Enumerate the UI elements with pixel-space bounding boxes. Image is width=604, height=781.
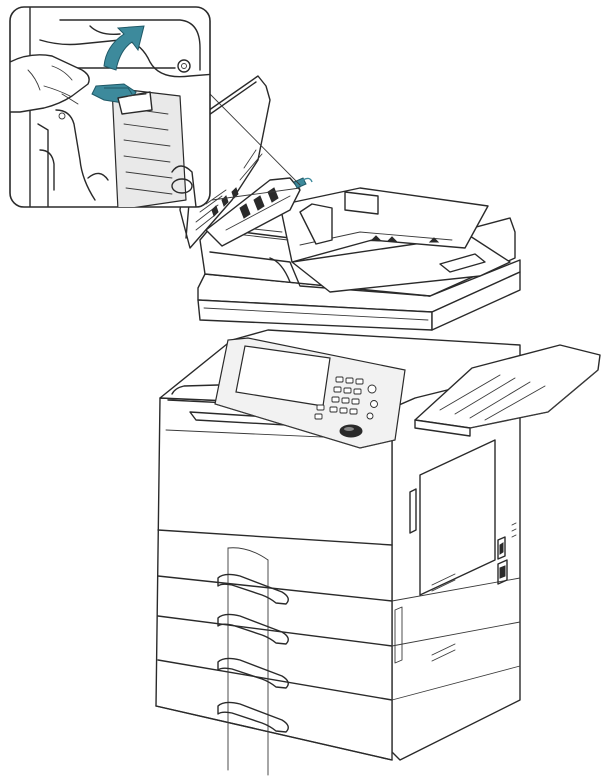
side-panel-details (394, 365, 529, 664)
output-tray (414, 344, 601, 437)
callout-leader (207, 91, 301, 201)
touch-screen[interactable] (235, 345, 331, 407)
callout-detail-view (9, 6, 211, 208)
tray-handle-1[interactable] (217, 573, 289, 605)
document-feeder (199, 187, 516, 297)
keypad[interactable] (314, 376, 378, 420)
start-button[interactable] (339, 424, 363, 438)
feeder-interior (205, 177, 301, 247)
lift-direction-arrow (103, 25, 145, 71)
feeder-release-lever[interactable] (293, 177, 313, 189)
tray-handle-2[interactable] (217, 613, 289, 645)
tray-handle-4[interactable] (217, 701, 289, 733)
tray-handle-3[interactable] (217, 657, 289, 689)
paper-trays (155, 529, 521, 776)
